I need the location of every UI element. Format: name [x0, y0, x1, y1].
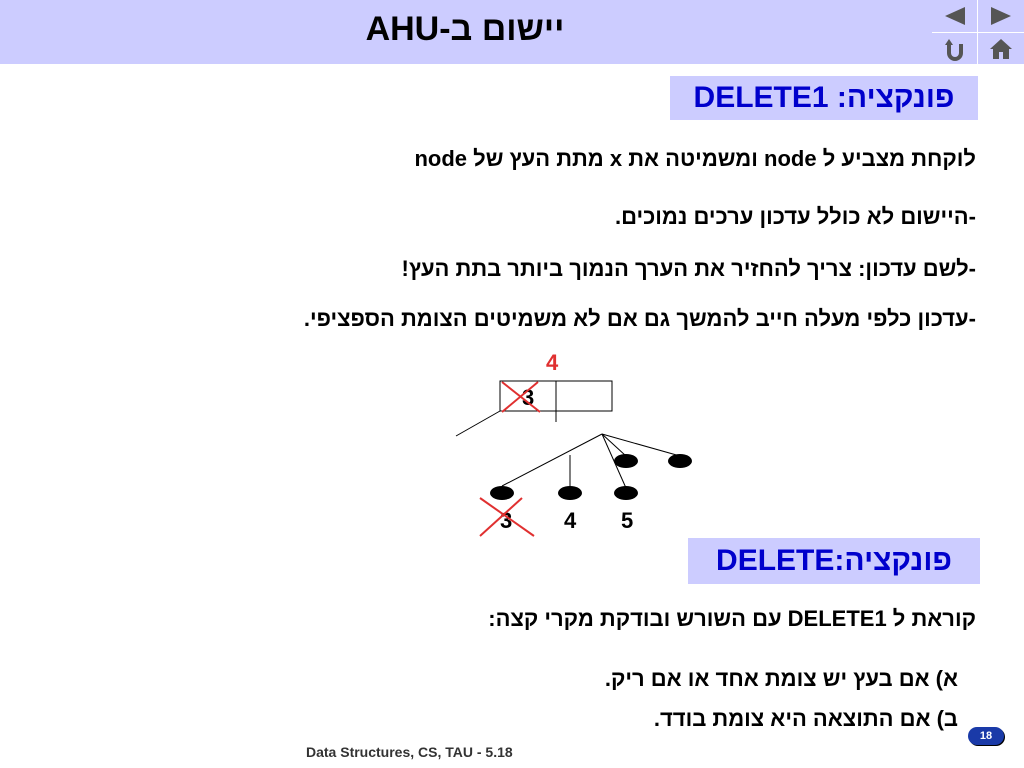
cross-mark: [501, 381, 539, 413]
leaf-label: 4: [564, 508, 577, 533]
text-line: -היישום לא כולל עדכון ערכים נמוכים.: [614, 204, 976, 229]
text-line: -לשם עדכון: צריך להחזיר את הערך הנמוך בי…: [401, 256, 977, 281]
text-line: א) אם בעץ יש צומת אחד או אם ריק.: [604, 666, 958, 691]
cross-mark: [479, 497, 535, 537]
text-line: -עדכון כלפי מעלה חייב להמשך גם אם לא משמ…: [303, 306, 976, 331]
slide-title: יישום ב-AHU: [365, 10, 565, 48]
tree-leaf: [558, 486, 582, 500]
section-header-delete: פונקציה:DELETE: [688, 538, 980, 584]
text-line: קוראת ל DELETE1 עם השורש ובודקת מקרי קצה…: [488, 606, 976, 631]
footer-text: Data Structures, CS, TAU - 5.18: [306, 744, 513, 760]
text-line: לוקחת מצביע ל node ומשמיטה את x מתת העץ …: [414, 146, 976, 171]
tree-edge: [455, 410, 501, 437]
next-triangle-icon: [991, 7, 1011, 25]
new-min-value: 4: [546, 350, 559, 375]
title-bar: [0, 0, 1024, 64]
prev-button[interactable]: [934, 1, 976, 31]
old-min-value: 3: [522, 385, 534, 410]
section-header-delete1: פונקציה: DELETE1: [670, 76, 978, 120]
tree-leaf: [490, 486, 514, 500]
tree-diagram: 4 3 3 4 5: [455, 350, 692, 537]
page-number-badge: 18: [968, 727, 1004, 745]
leaf-label: 5: [621, 508, 633, 533]
return-icon: [945, 39, 963, 61]
tree-node: [614, 454, 638, 468]
home-icon: [990, 39, 1012, 59]
tree-leaf: [614, 486, 638, 500]
home-button[interactable]: [980, 34, 1022, 64]
node-cell-right: [555, 380, 613, 412]
prev-triangle-icon: [945, 7, 965, 25]
return-button[interactable]: [934, 34, 976, 64]
tree-edge: [601, 433, 627, 457]
cross-mark: [479, 497, 523, 537]
nav-divider: [932, 32, 1024, 33]
navigation-panel: [932, 0, 1024, 64]
tree-edge: [501, 433, 603, 487]
next-button[interactable]: [980, 1, 1022, 31]
tree-edge: [601, 433, 681, 457]
tree-node: [668, 454, 692, 468]
text-line: ב) אם התוצאה היא צומת בודד.: [653, 706, 958, 731]
